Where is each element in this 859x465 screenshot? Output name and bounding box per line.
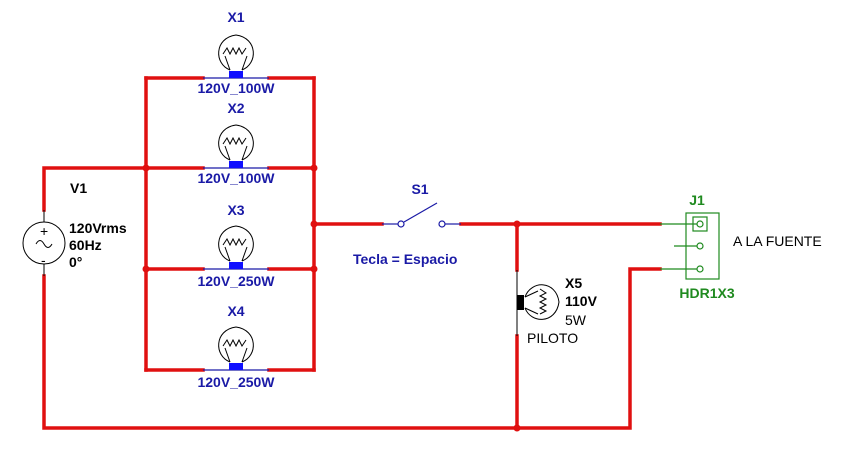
plus-sign: + bbox=[40, 223, 48, 239]
switch-ref: S1 bbox=[411, 181, 428, 197]
wire-v1-top[interactable] bbox=[42, 166, 148, 212]
lamp-value: 120V_100W bbox=[197, 170, 275, 186]
junction-node bbox=[310, 265, 318, 273]
v1-source[interactable]: + - V1 120Vrms 60Hz 0° bbox=[22, 180, 127, 276]
lamp-ref: X3 bbox=[227, 202, 244, 218]
minus-sign: - bbox=[41, 252, 46, 268]
lamp-x2[interactable]: X2 120V_100W bbox=[197, 100, 275, 186]
lamp-icon bbox=[203, 326, 269, 371]
lamp-icon bbox=[203, 124, 269, 169]
lamp-value: 120V_250W bbox=[197, 374, 275, 390]
wire-v1-bottom[interactable] bbox=[42, 267, 662, 430]
junction-node bbox=[513, 424, 521, 432]
ac-source-icon bbox=[22, 210, 66, 276]
v1-voltage: 120Vrms bbox=[69, 220, 127, 236]
wires bbox=[42, 76, 662, 430]
lamp-icon bbox=[203, 225, 269, 270]
connector-note: A LA FUENTE bbox=[733, 233, 822, 249]
junction-node bbox=[310, 220, 318, 228]
pilot-label: PILOTO bbox=[527, 330, 578, 346]
lamp-x4[interactable]: X4 120V_250W bbox=[197, 303, 275, 390]
lamp-ref: X2 bbox=[227, 100, 244, 116]
junction-node bbox=[142, 164, 150, 172]
switch-key: Tecla = Espacio bbox=[353, 251, 457, 267]
pilot-lamp-x5[interactable]: X5 110V 5W PILOTO bbox=[516, 270, 598, 346]
v1-phase: 0° bbox=[69, 254, 82, 270]
pilot-voltage: 110V bbox=[565, 293, 598, 309]
header-connector-icon bbox=[660, 212, 720, 280]
junction-node bbox=[513, 220, 521, 228]
v1-ref: V1 bbox=[70, 180, 87, 196]
switch-s1[interactable]: S1 Tecla = Espacio bbox=[353, 181, 461, 267]
lamp-x3[interactable]: X3 120V_250W bbox=[197, 202, 275, 289]
lamp-value: 120V_250W bbox=[197, 273, 275, 289]
pilot-power: 5W bbox=[565, 312, 587, 328]
lamp-ref: X4 bbox=[227, 303, 244, 319]
lamp-icon bbox=[203, 34, 269, 79]
lamp-ref: X1 bbox=[227, 9, 244, 25]
lamp-icon bbox=[516, 270, 560, 336]
v1-frequency: 60Hz bbox=[69, 237, 102, 253]
lamp-value: 120V_100W bbox=[197, 80, 275, 96]
junction-node bbox=[142, 265, 150, 273]
pilot-ref: X5 bbox=[565, 275, 582, 291]
connector-type: HDR1X3 bbox=[679, 285, 734, 301]
junctions bbox=[142, 164, 521, 432]
lamp-x1[interactable]: X1 120V_100W bbox=[197, 9, 275, 96]
connector-ref: J1 bbox=[689, 192, 705, 208]
junction-node bbox=[310, 164, 318, 172]
spst-switch-icon bbox=[382, 202, 461, 228]
connector-j1[interactable]: J1 HDR1X3 A LA FUENTE bbox=[660, 192, 822, 301]
